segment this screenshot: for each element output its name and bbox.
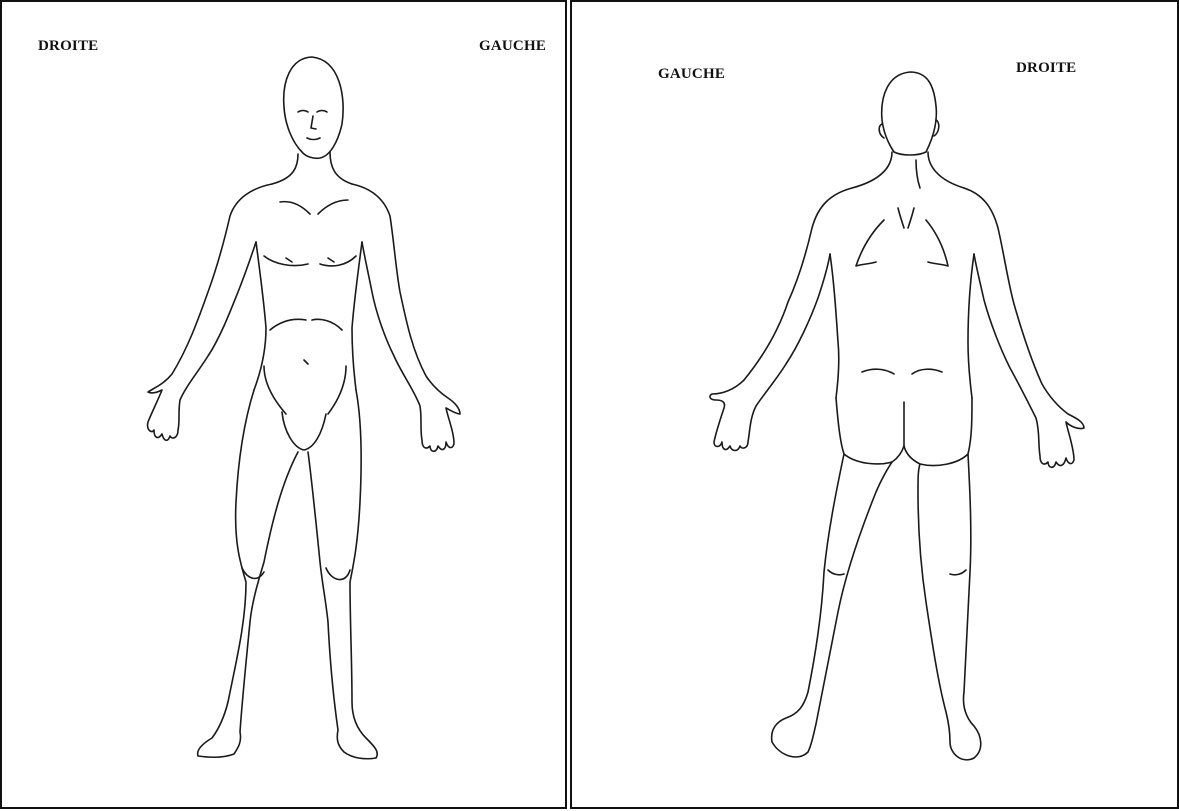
front-left-side [352,184,460,451]
front-eye-right [298,111,308,113]
front-knee-left [326,568,350,580]
front-groin [282,412,326,450]
front-hip-left [328,366,346,414]
back-leg-left [772,454,892,757]
front-clavicle-left [318,200,348,214]
back-leg-right [918,454,981,760]
front-navel [304,360,308,364]
back-body-outline [572,2,1179,809]
front-body-outline [2,2,567,809]
front-hip-right [264,366,286,414]
front-neck-right [272,154,298,184]
back-head [882,72,937,155]
front-leg-right-outer [198,390,298,757]
front-nipple-left [328,258,334,262]
front-leg-left-outer [308,390,377,759]
back-torso-right [968,254,974,398]
back-left-side [710,188,852,451]
front-eye-left [317,111,327,113]
front-nose [311,116,316,129]
front-right-side [148,184,272,440]
back-knee-left [828,570,844,575]
back-scapula-right [926,220,948,266]
back-neck-right [928,152,964,188]
back-lower-left [862,369,894,374]
front-nipple-right [286,258,292,262]
back-torso-left [830,254,839,398]
front-clavicle-right [280,202,310,214]
back-scapula-left [856,220,884,266]
front-mouth [307,138,320,140]
front-head [284,57,343,158]
back-lower-right [912,369,942,374]
front-rib-right [270,319,306,330]
back-spine-top-2 [908,208,914,228]
front-rib-left [312,319,342,330]
back-view-panel: GAUCHE DROITE [570,0,1179,809]
back-right-side [964,188,1084,467]
back-neck-left [852,152,892,188]
back-neck-line [916,160,920,188]
front-neck-left [330,152,352,184]
front-pec-left [320,256,356,266]
back-knee-right [950,570,966,575]
front-torso-left [352,242,362,390]
back-spine-top [898,208,904,228]
front-view-panel: DROITE GAUCHE [0,0,567,809]
